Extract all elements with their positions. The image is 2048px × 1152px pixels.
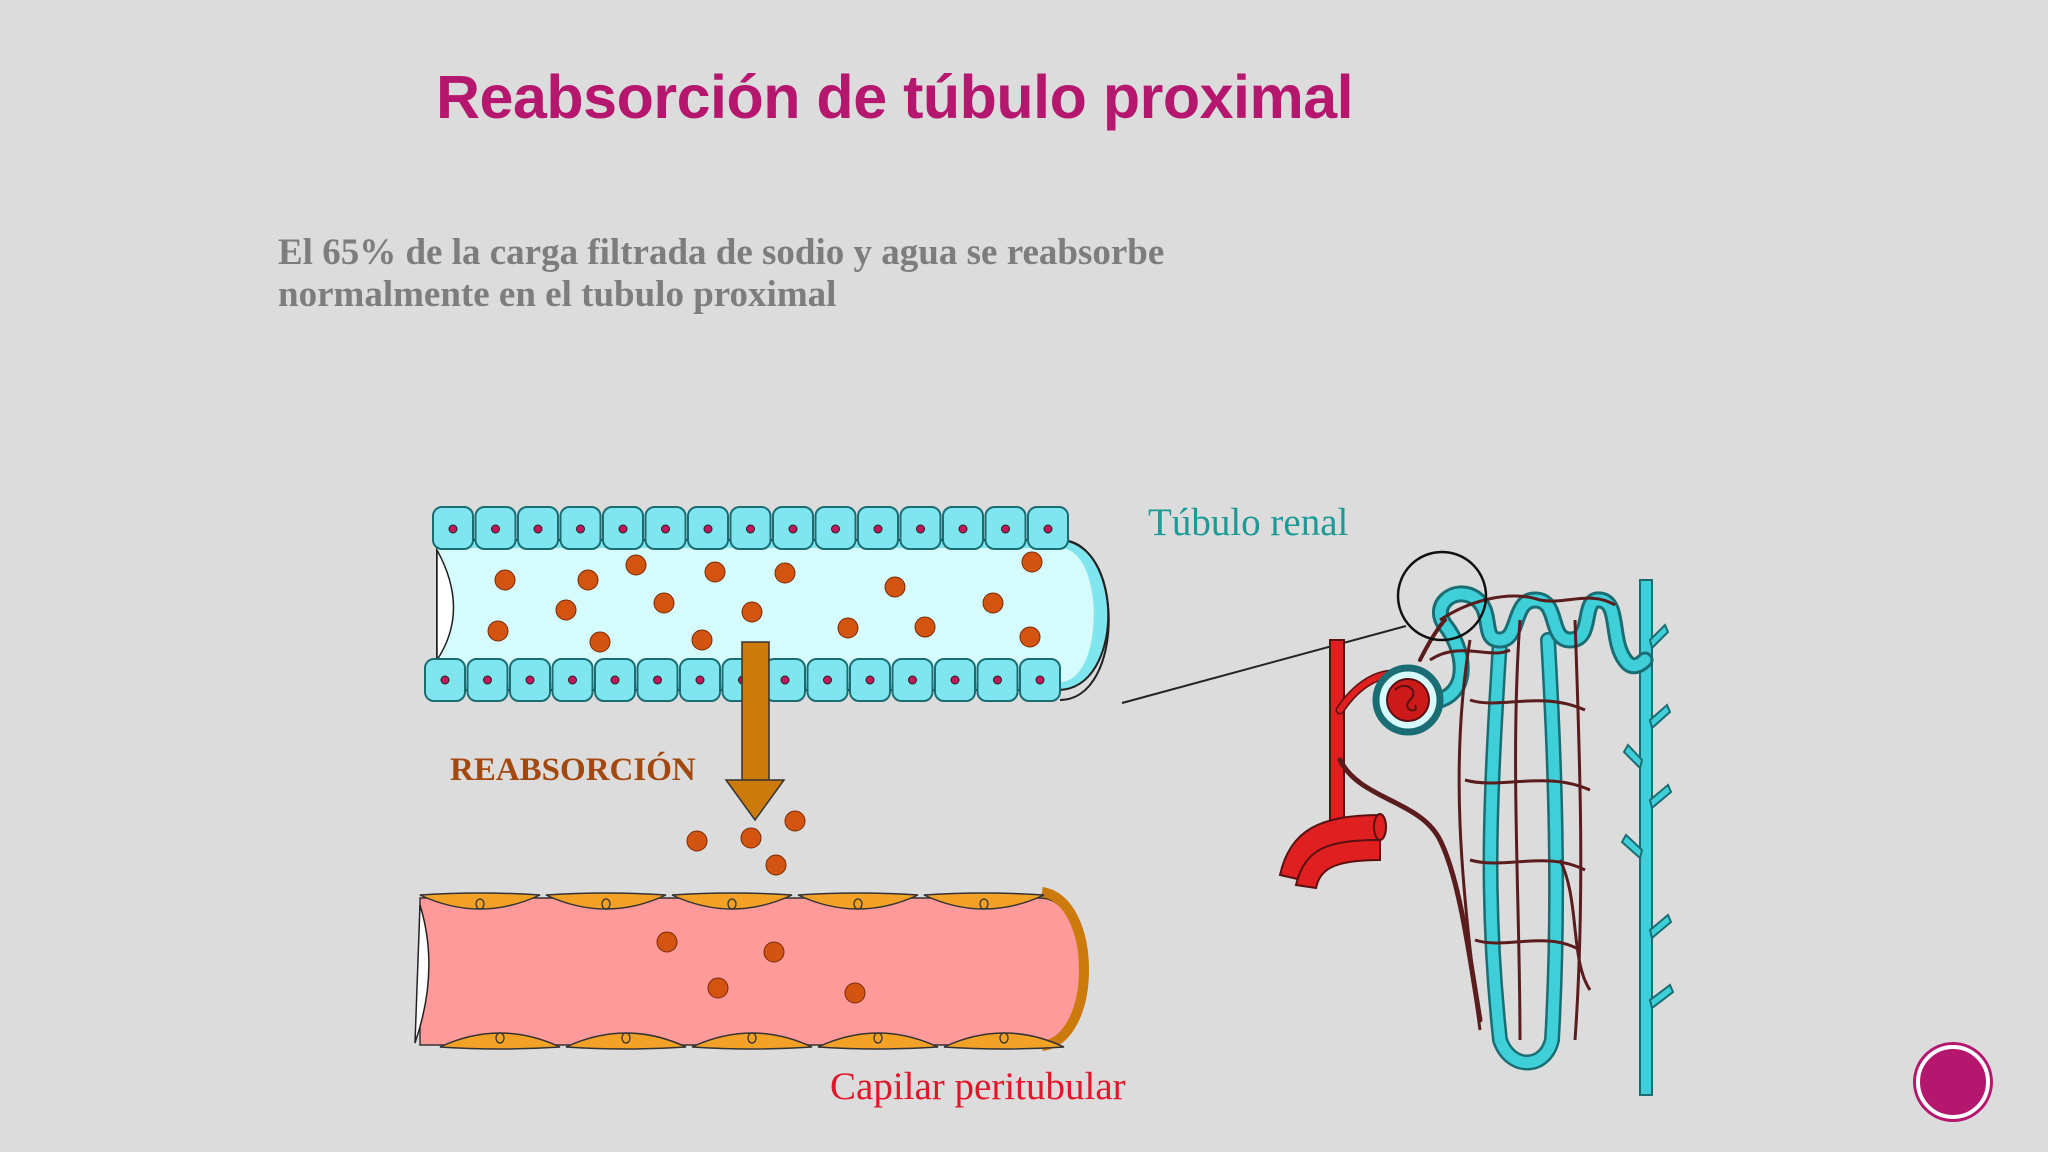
endothelial-cell (565, 1032, 687, 1050)
solute-particle (625, 554, 647, 576)
cell-nucleus (873, 524, 883, 534)
solute-particle (914, 616, 936, 638)
cell-nucleus (495, 1032, 505, 1044)
cell-nucleus (610, 675, 620, 685)
cell-nucleus (703, 524, 713, 534)
cell-nucleus (491, 524, 500, 534)
cell-nucleus (568, 675, 577, 685)
tubule-particles (487, 551, 1043, 653)
cell-nucleus (950, 675, 960, 685)
slide-nav-button[interactable] (1916, 1045, 1990, 1119)
endothelial-cell (943, 1032, 1065, 1050)
solute-particle (494, 569, 516, 591)
nephron-illustration (1278, 550, 1675, 1096)
cell-nucleus (1043, 524, 1053, 534)
slide-title: Reabsorción de túbulo proximal (436, 63, 1354, 131)
solute-particle (741, 601, 763, 623)
cell-nucleus (533, 524, 543, 534)
vessel-network (1429, 594, 1616, 1041)
endothelial-cell (671, 892, 793, 910)
cell-nucleus (823, 675, 832, 685)
pointer-line (1121, 625, 1407, 704)
cell-nucleus (853, 898, 863, 910)
magnifier-circle (1396, 550, 1488, 642)
cell-nucleus (661, 524, 670, 534)
cell-nucleus (475, 898, 485, 910)
cell-nucleus (1035, 675, 1045, 685)
solute-particle (686, 830, 708, 852)
cell-nucleus (653, 675, 662, 685)
cell-nucleus (999, 1032, 1009, 1044)
capillary-particles (656, 931, 866, 1004)
cell-nucleus (747, 1032, 757, 1044)
cell-nucleus (525, 675, 535, 685)
cell-nucleus (873, 1032, 883, 1044)
reabsorption-arrow (724, 641, 786, 822)
renal-artery (1278, 639, 1387, 890)
collecting-duct (1620, 579, 1675, 1096)
peritubular-capillary (414, 887, 1089, 1051)
cell-nucleus (788, 524, 798, 534)
solute-particle (763, 941, 785, 963)
cell-nucleus (695, 675, 705, 685)
cell-nucleus (916, 524, 925, 534)
cell-nucleus (780, 675, 790, 685)
solute-particle (555, 599, 577, 621)
solute-particle (774, 562, 796, 584)
endothelium-top (419, 892, 1045, 910)
solute-particle (707, 977, 729, 999)
transit-particles (686, 810, 806, 876)
cell-nucleus (601, 898, 611, 910)
solute-particle (844, 982, 866, 1004)
cell-nucleus (958, 524, 968, 534)
tubule-cells-bottom (424, 658, 1061, 702)
reabsorption-label: REABSORCIÓN (450, 752, 696, 788)
solute-particle (740, 827, 762, 849)
solute-particle (487, 620, 509, 642)
loop-of-henle (1482, 632, 1565, 1071)
cell-nucleus (746, 524, 755, 534)
cell-nucleus (621, 1032, 631, 1044)
tubule-cells-top (432, 506, 1069, 550)
cell-nucleus (440, 675, 450, 685)
cell-nucleus (618, 524, 628, 534)
endothelium-bottom (439, 1032, 1065, 1050)
endothelial-cell (923, 892, 1045, 910)
solute-particle (704, 561, 726, 583)
solute-particle (691, 629, 713, 651)
solute-particle (656, 931, 678, 953)
glomerulus (1372, 664, 1444, 736)
renal-tubule (424, 506, 1110, 702)
endothelial-cell (691, 1032, 813, 1050)
solute-particle (784, 810, 806, 832)
cell-nucleus (576, 524, 585, 534)
cell-nucleus (448, 524, 458, 534)
solute-particle (589, 631, 611, 653)
tubule-label: Túbulo renal (1148, 501, 1349, 544)
endothelial-cell (545, 892, 667, 910)
endothelial-cell (419, 892, 541, 910)
capillary-label: Capilar peritubular (830, 1065, 1126, 1108)
solute-particle (884, 576, 906, 598)
solute-particle (837, 617, 859, 639)
cell-nucleus (727, 898, 737, 910)
endothelial-cell (439, 1032, 561, 1050)
slide-subtitle: El 65% de la carga filtrada de sodio y a… (278, 232, 1165, 315)
solute-particle (653, 592, 675, 614)
cell-nucleus (908, 675, 917, 685)
endothelial-cell (797, 892, 919, 910)
solute-particle (1021, 551, 1043, 573)
cell-nucleus (483, 675, 492, 685)
solute-particle (982, 592, 1004, 614)
cell-nucleus (979, 898, 989, 910)
solute-particle (577, 569, 599, 591)
solute-particle (765, 854, 787, 876)
cell-nucleus (865, 675, 875, 685)
endothelial-cell (817, 1032, 939, 1050)
cell-nucleus (1001, 524, 1010, 534)
cell-nucleus (993, 675, 1002, 685)
cell-nucleus (831, 524, 840, 534)
solute-particle (1019, 626, 1041, 648)
